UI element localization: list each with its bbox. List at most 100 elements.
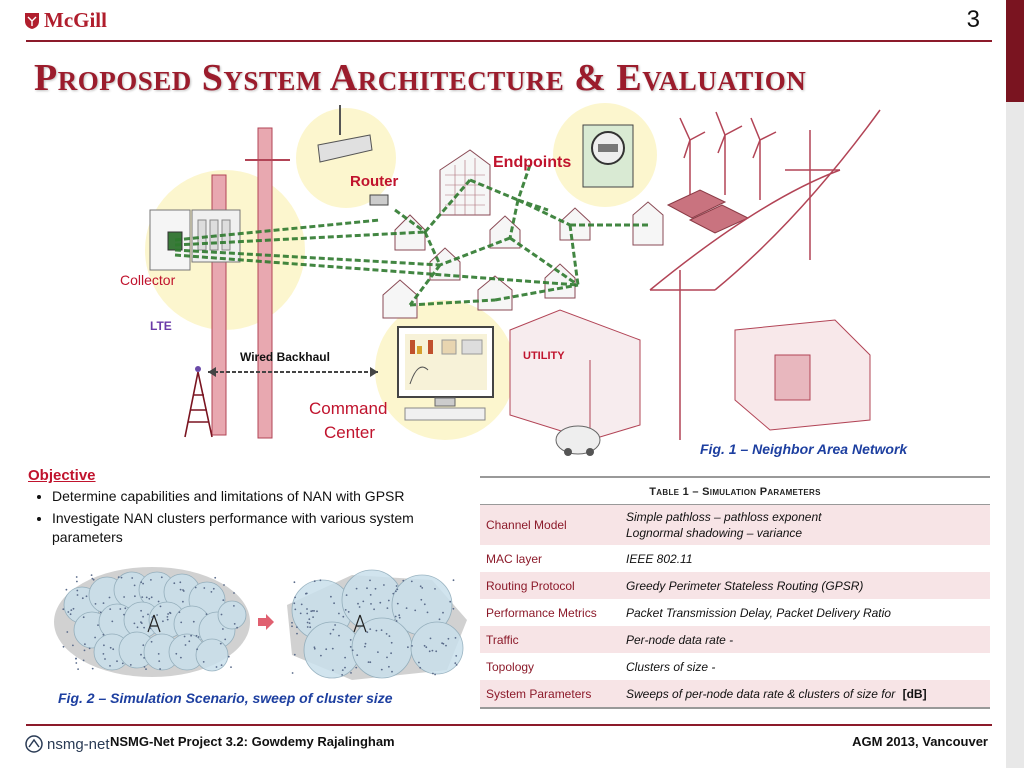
node-dot <box>429 637 432 640</box>
cluster-field-small <box>54 567 250 677</box>
node-dot <box>112 648 115 651</box>
param-value-line: Simple pathloss – pathloss exponent <box>626 510 822 524</box>
node-dot <box>197 636 200 638</box>
node-dot <box>345 594 348 596</box>
node-dot <box>434 588 436 590</box>
node-dot <box>140 609 142 612</box>
table-bottom-rule <box>480 707 990 709</box>
node-dot <box>312 616 314 618</box>
node-dot <box>377 651 379 653</box>
footer-project-text: NSMG-Net Project 3.2: Gowdemy Rajalingha… <box>110 734 395 749</box>
slide-title: Proposed System Architecture & Evaluatio… <box>34 57 807 99</box>
node-dot <box>195 634 198 637</box>
node-dot <box>222 628 224 630</box>
footer-event-text: AGM 2013, Vancouver <box>852 734 988 749</box>
node-dot <box>160 576 163 579</box>
node-dot <box>142 615 144 618</box>
node-dot <box>369 628 372 630</box>
node-dot <box>149 627 152 630</box>
node-dot <box>151 616 154 619</box>
node-dot <box>159 605 162 608</box>
node-dot <box>305 592 307 595</box>
node-dot <box>425 646 428 649</box>
node-dot <box>180 656 182 659</box>
node-dot <box>300 603 303 606</box>
collector-box-icon <box>149 209 241 271</box>
node-dot <box>291 625 293 628</box>
node-dot <box>219 642 222 645</box>
node-dot <box>431 649 434 652</box>
node-dot <box>142 582 144 585</box>
node-dot <box>76 580 78 583</box>
node-dot <box>94 636 96 639</box>
node-dot <box>150 640 153 643</box>
node-dot <box>296 632 298 635</box>
node-dot <box>179 588 182 591</box>
param-key: Routing Protocol <box>480 572 620 599</box>
node-dot <box>169 611 171 614</box>
node-dot <box>67 611 70 613</box>
node-dot <box>455 655 458 657</box>
node-dot <box>94 603 97 605</box>
transmission-line-icon <box>649 109 881 440</box>
node-dot <box>148 597 151 600</box>
node-dot <box>173 582 176 585</box>
router-label: Router <box>350 173 398 190</box>
node-dot <box>236 626 239 629</box>
node-dot <box>69 613 72 616</box>
node-dot <box>143 626 145 629</box>
node-dot <box>92 578 95 581</box>
node-dot <box>331 647 334 650</box>
param-value: Greedy Perimeter Stateless Routing (GPSR… <box>620 572 990 599</box>
node-dot <box>313 647 316 650</box>
node-dot <box>349 639 352 641</box>
node-dot <box>388 635 391 637</box>
node-dot <box>133 584 136 587</box>
node-dot <box>85 595 88 598</box>
utility-label: UTILITY <box>523 350 565 362</box>
node-dot <box>383 584 385 586</box>
node-dot <box>196 648 199 651</box>
node-dot <box>120 576 123 579</box>
node-dot <box>184 644 187 646</box>
node-dot <box>419 585 422 588</box>
node-dot <box>88 647 91 650</box>
param-value: Sweeps of per-node data rate & clusters … <box>620 680 990 707</box>
node-dot <box>143 657 145 659</box>
node-dot <box>395 585 398 587</box>
objective-bullet: Determine capabilities and limitations o… <box>52 487 468 506</box>
node-dot <box>291 672 294 674</box>
node-dot <box>334 624 336 626</box>
node-dot <box>233 623 236 625</box>
node-dot <box>306 621 309 624</box>
param-value-unit: [dB] <box>902 686 927 701</box>
mcgill-shield-icon <box>25 12 39 29</box>
node-dot <box>366 631 369 634</box>
node-dot <box>387 599 390 602</box>
node-dot <box>454 637 457 639</box>
node-dot <box>182 600 184 603</box>
node-dot <box>391 670 393 673</box>
node-dot <box>308 618 311 621</box>
node-dot <box>66 631 69 633</box>
table-row: System Parameters Sweeps of per-node dat… <box>480 680 990 707</box>
node-dot <box>419 666 422 669</box>
page-number: 3 <box>966 6 980 33</box>
node-dot <box>364 642 367 645</box>
node-dot <box>313 610 315 612</box>
node-dot <box>102 653 105 655</box>
node-dot <box>357 602 359 605</box>
node-dot <box>157 653 160 655</box>
node-dot <box>141 596 144 598</box>
node-dot <box>390 641 393 644</box>
param-value: Clusters of size - <box>620 653 990 680</box>
node-dot <box>83 649 86 652</box>
node-dot <box>109 608 112 610</box>
node-dot <box>90 574 93 576</box>
node-dot <box>109 665 111 667</box>
node-dot <box>369 661 372 664</box>
node-dot <box>441 642 443 645</box>
electric-car-icon <box>555 425 601 456</box>
node-dot <box>375 629 378 632</box>
node-dot <box>310 610 313 613</box>
